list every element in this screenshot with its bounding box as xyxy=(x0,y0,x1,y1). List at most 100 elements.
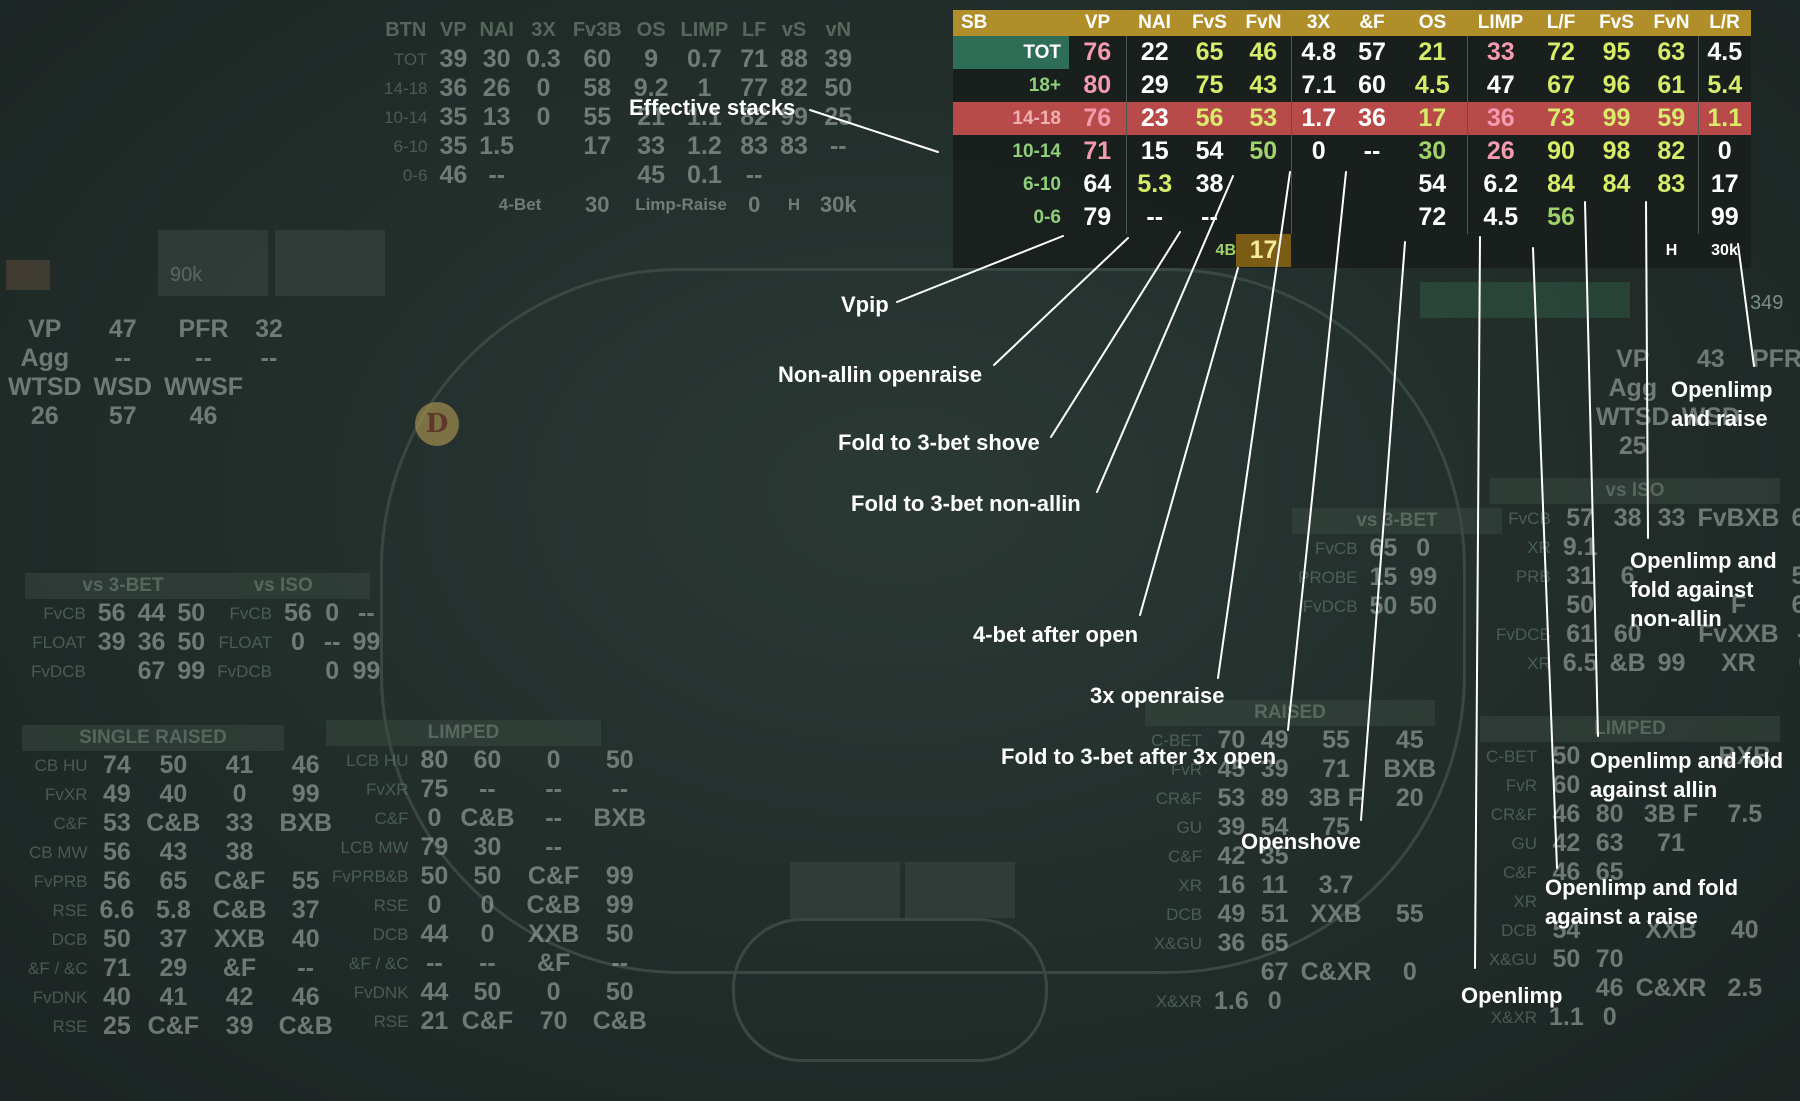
bg-cell: C&F xyxy=(527,862,580,890)
bg-cell: CB HU xyxy=(34,755,88,775)
bg-cell: 82 xyxy=(740,103,769,131)
hud-cell: 72 xyxy=(1418,203,1447,231)
bg-cell: &F xyxy=(222,954,257,982)
annotation-openlimp-raise: Openlimp and raise xyxy=(1671,377,1773,431)
bg-row-label: 14-18 xyxy=(384,78,428,98)
bg-cell: 35 xyxy=(439,132,468,160)
bg-cell: 0.1 xyxy=(687,161,722,189)
hud-cell: 33 xyxy=(1466,36,1534,69)
hud-cell: 60 xyxy=(1358,71,1386,99)
annotation-openlimp-fold-allin: Openlimp and fold against allin xyxy=(1590,748,1784,802)
leader-3x-openraise xyxy=(1217,171,1291,679)
bg-cell: 39 xyxy=(1217,813,1246,841)
leader-effective-stacks xyxy=(809,109,939,153)
hud-cell: 22 xyxy=(1125,36,1183,69)
bg-cell: 0 xyxy=(546,978,561,1006)
bg-row: C-BET 50 BXB xyxy=(1480,742,1777,771)
bg-cell: 56 xyxy=(284,599,312,627)
bg-cell: 26 xyxy=(482,74,511,102)
bg-cell: FvCB xyxy=(43,603,86,623)
bg-cell: 0 xyxy=(546,746,561,774)
bg-cell: 55 xyxy=(583,103,612,131)
bg-cell: 60 xyxy=(583,45,612,73)
bg-cell: 55 xyxy=(1791,562,1800,590)
bg-cell: BXB xyxy=(1383,755,1437,783)
bg-cell: 58 xyxy=(583,74,612,102)
bg-cell: 60 xyxy=(1552,771,1581,799)
bg-cell: 61 xyxy=(1566,620,1595,648)
bg-cell: 46 xyxy=(291,983,320,1011)
bg-cell: &F xyxy=(536,949,571,977)
bg-cell: 39 xyxy=(1260,755,1289,783)
bg-cell: 70 xyxy=(539,1007,568,1035)
bg-cell: 67 xyxy=(137,657,166,685)
bg-cell: 0 xyxy=(290,628,305,656)
bg-cell: BXB xyxy=(279,809,333,837)
bg-cell: 50 xyxy=(1552,742,1581,770)
seat-card-left-1 xyxy=(158,230,268,296)
bg-cell: PRB xyxy=(1515,566,1551,586)
bg-cell: 50 xyxy=(1369,592,1398,620)
bg-cell: -- xyxy=(479,949,496,977)
hud-cell: 83 xyxy=(1657,170,1686,198)
bg-cell: -- xyxy=(195,344,212,372)
bg-cell: 44 xyxy=(420,978,449,1006)
bg-cell: 38 xyxy=(225,838,254,866)
bg-cell: 50 xyxy=(102,925,131,953)
bg-cell: 25 xyxy=(1618,432,1647,460)
bg-cell: FvXR xyxy=(45,784,88,804)
hero-seat-frame xyxy=(732,918,1048,1062)
bg-cell: 16 xyxy=(1217,871,1246,899)
bg-cell: 71 xyxy=(1657,829,1685,857)
bg-cell: FvDCB xyxy=(31,661,86,681)
bg-cell: XXB xyxy=(1310,900,1362,928)
bg-cell: 15 xyxy=(1369,563,1398,591)
bg-cell: -- xyxy=(829,132,847,160)
bg-cell: PFR xyxy=(1751,345,1800,373)
bg-cell: 70 xyxy=(1595,945,1624,973)
bg-cell: 99 xyxy=(177,657,206,685)
bg-row: 25 xyxy=(1590,432,1800,461)
bg-cell: BXB xyxy=(1718,742,1772,770)
bg-cell: 67 xyxy=(1260,958,1289,986)
hud-cell: 53 xyxy=(1236,102,1291,135)
bg-cell: 29 xyxy=(159,954,188,982)
bg-cell: C&F xyxy=(213,867,266,895)
bg-cell: 46 xyxy=(439,161,468,189)
bg-cell: 26 xyxy=(30,402,59,430)
bg-cell: 47 xyxy=(108,315,137,343)
hud-cell: 79 xyxy=(1083,203,1112,231)
bg-cell: 0 xyxy=(536,74,551,102)
bg-cell: C-BET xyxy=(1486,746,1537,766)
hud-cell: 98 xyxy=(1602,137,1631,165)
bg-cell: 65 xyxy=(159,867,188,895)
annotation-fold-3bet-shove: Fold to 3-bet shove xyxy=(838,430,1040,455)
bg-footer-cell: 0 xyxy=(748,191,761,217)
bg-footer-cell: H xyxy=(787,194,801,214)
bg-cell: 65 xyxy=(1369,534,1398,562)
bg-cell: 0 xyxy=(325,599,340,627)
bg-cell: 57 xyxy=(108,402,137,430)
bg-cell: 80 xyxy=(1595,800,1624,828)
bg-cell: 50 xyxy=(177,599,206,627)
bg-cell: C&B xyxy=(460,804,515,832)
hud-cell: 67 xyxy=(1547,71,1575,99)
hud-cell: 65 xyxy=(1195,38,1224,66)
bg-cell: LCB MW xyxy=(340,837,409,857)
bg-cell: 0 xyxy=(536,103,551,131)
